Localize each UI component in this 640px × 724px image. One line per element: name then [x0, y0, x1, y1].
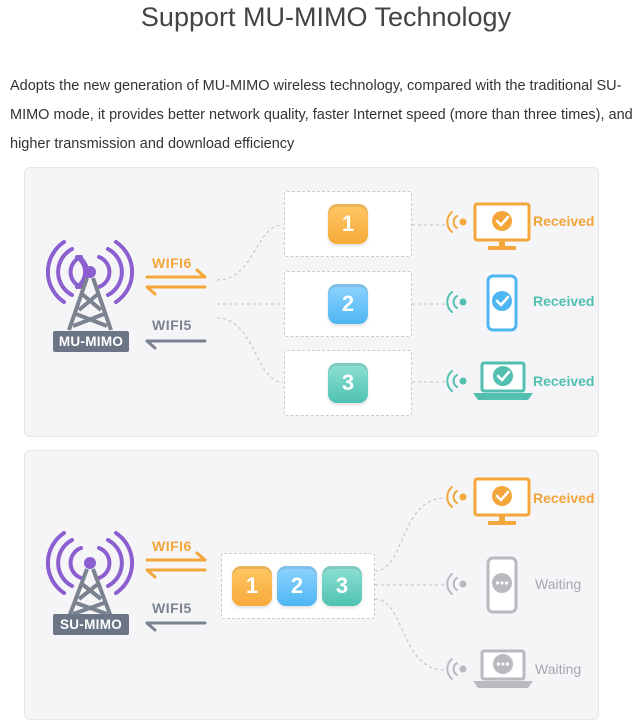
signal-icons [446, 211, 467, 392]
tower-label: SU-MIMO [53, 614, 129, 635]
file-box: 1 [284, 191, 412, 257]
mu-mimo-panel: MU-MIMO WIFI6 WIFI5 1 2 3 Received Recei… [24, 167, 599, 437]
signal-icons [446, 486, 467, 680]
file-icon: 1 [328, 204, 368, 244]
file-icon: 2 [328, 284, 368, 324]
page-title: Support MU-MIMO Technology [140, 2, 512, 32]
tower-icon [45, 240, 135, 331]
file-box: 3 [284, 350, 412, 416]
wifi6-label: WIFI6 [152, 255, 192, 271]
laptop-icon [473, 361, 533, 400]
file-icon: 1 [232, 566, 272, 606]
phone-icon [486, 274, 518, 332]
tower-icon [45, 531, 135, 618]
monitor-icon [473, 202, 531, 250]
wifi5-label: WIFI5 [152, 317, 192, 333]
status-label: Waiting [535, 661, 582, 677]
file-icon: 3 [328, 363, 368, 403]
status-label: Received [533, 293, 595, 309]
file-icon: 2 [277, 566, 317, 606]
tower-label: MU-MIMO [53, 331, 129, 352]
file-box: 2 [284, 271, 412, 337]
file-box: 1 2 3 [221, 553, 375, 619]
wifi5-arrow [145, 339, 207, 350]
wifi6-arrows [145, 551, 207, 579]
status-label: Waiting [535, 576, 582, 592]
wifi5-label: WIFI5 [152, 600, 192, 616]
su-mimo-panel: SU-MIMO WIFI6 WIFI5 1 2 3 Received Waiti… [24, 450, 599, 720]
monitor-icon [473, 477, 531, 525]
su-mimo-graphics [45, 477, 533, 688]
laptop-icon [473, 649, 533, 688]
description: Adopts the new generation of MU-MIMO wir… [10, 78, 633, 152]
status-label: Received [533, 373, 595, 389]
wifi5-arrow [145, 621, 207, 632]
status-label: Received [533, 213, 595, 229]
status-label: Received [533, 490, 595, 506]
wifi6-label: WIFI6 [152, 538, 192, 554]
connector-lines [216, 224, 445, 383]
connector-lines [374, 497, 446, 671]
phone-icon [486, 556, 518, 614]
file-icon: 3 [322, 566, 362, 606]
mu-mimo-graphics [45, 202, 533, 400]
wifi6-arrows [145, 268, 207, 296]
